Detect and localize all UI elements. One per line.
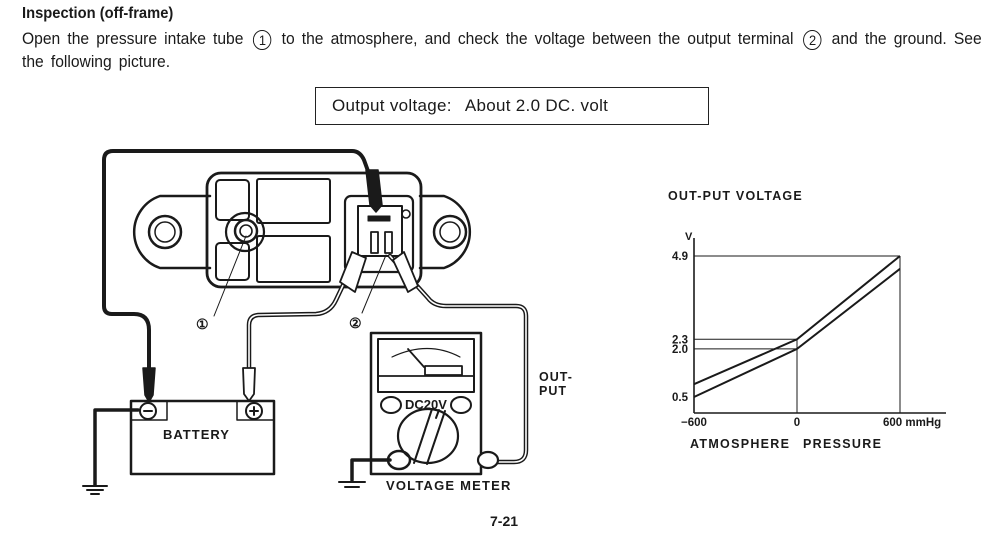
left-mount-hole-inner	[154, 221, 176, 243]
instruction-paragraph: Open the pressure intake tube 1 to the a…	[22, 27, 997, 73]
meter-case	[369, 331, 483, 476]
ground-wire-to-sensor	[102, 149, 374, 376]
pressure-intake-tube	[233, 218, 259, 244]
output-clip	[392, 251, 419, 293]
battery-label: BATTERY	[163, 427, 230, 442]
y-tick-label: 0.5	[672, 392, 689, 404]
meter-v-jack	[476, 450, 500, 470]
meter-button-right	[450, 396, 472, 414]
paragraph-text-3: and the ground. See the following pictur…	[22, 29, 982, 71]
terminal-left	[370, 231, 379, 254]
output-voltage-spec-box: Output voltage: About 2.0 DC. volt	[315, 87, 709, 125]
sensor-right-flange	[418, 194, 472, 270]
sensor-panel-br	[256, 235, 331, 283]
diagram-callout-2: ②	[349, 315, 362, 331]
ground-icon	[82, 485, 108, 495]
callout-2-leader	[361, 254, 387, 314]
meter-ground-wire	[350, 458, 392, 482]
chart-title: OUT-PUT VOLTAGE	[668, 189, 803, 203]
callout-1-leader	[213, 235, 247, 317]
neg-clip	[142, 367, 156, 403]
connector-key	[401, 209, 411, 219]
left-mount-hole	[147, 214, 183, 250]
neg-terminal	[139, 402, 157, 420]
meter-pivot	[424, 365, 463, 376]
x-tick-label: −600	[681, 417, 707, 429]
power-clip	[339, 251, 367, 293]
meter-label: VOLTAGE METER	[386, 478, 512, 493]
right-mount-hole	[432, 214, 468, 250]
terminal-right	[384, 231, 393, 254]
output-label-line1: OUT-	[539, 370, 573, 384]
x-axis-label: ATMOSPHERE PRESSURE	[690, 437, 882, 451]
series-line-upper-limit	[693, 255, 901, 386]
sensor-body	[205, 171, 423, 289]
spec-value: About 2.0 DC. volt	[464, 96, 609, 115]
meter-needle	[407, 348, 425, 368]
series-line-lower-limit	[693, 268, 901, 398]
output-label-line2: PUT	[539, 384, 567, 398]
intake-boss	[224, 211, 266, 253]
meter-range-label: DC20V	[405, 397, 447, 412]
sensor-left-flange	[132, 194, 212, 270]
x-tick-label: 600 mmHg	[883, 417, 941, 429]
power-wire-core	[248, 257, 357, 371]
diagram-callout-1: ①	[196, 316, 209, 332]
sensor-panel-tr	[256, 178, 331, 224]
pos-terminal	[245, 402, 263, 420]
paragraph-text-2: to the atmosphere, and check the voltage…	[281, 29, 794, 48]
callout-marker-2: 2	[803, 30, 822, 50]
right-mount-hole-inner	[439, 221, 461, 243]
y-tick-label: 2.0	[672, 344, 688, 356]
top-clip	[365, 169, 383, 213]
section-heading: Inspection (off-frame)	[22, 5, 174, 22]
pressure-sensor	[132, 171, 472, 289]
page-number: 7-21	[490, 513, 519, 529]
callout-marker-1: 1	[253, 30, 272, 50]
meter-ground-icon	[338, 481, 366, 488]
sensor-panel-tl	[215, 179, 250, 221]
y-tick-label: 2.3	[672, 334, 688, 346]
y-tick-label: 4.9	[672, 251, 688, 263]
sensor-panel-bl	[215, 242, 250, 281]
y-axis-label: V	[685, 231, 693, 243]
spec-label: Output voltage:	[332, 96, 452, 115]
voltage-meter: DC20V VOLTAGE METER	[369, 331, 512, 493]
terminal-top	[367, 215, 391, 222]
pos-terminal-pad	[236, 400, 275, 421]
output-wire-core	[389, 255, 527, 463]
meter-button-left	[380, 396, 402, 414]
paragraph-text-1: Open the pressure intake tube	[22, 29, 244, 48]
meter-scale-arc	[391, 348, 461, 358]
pos-clip	[242, 367, 256, 402]
battery: BATTERY	[129, 399, 276, 476]
meter-display	[377, 338, 475, 393]
x-tick-label: 0	[794, 417, 800, 429]
battery-ground-wire	[93, 408, 140, 487]
battery-case	[129, 399, 276, 476]
